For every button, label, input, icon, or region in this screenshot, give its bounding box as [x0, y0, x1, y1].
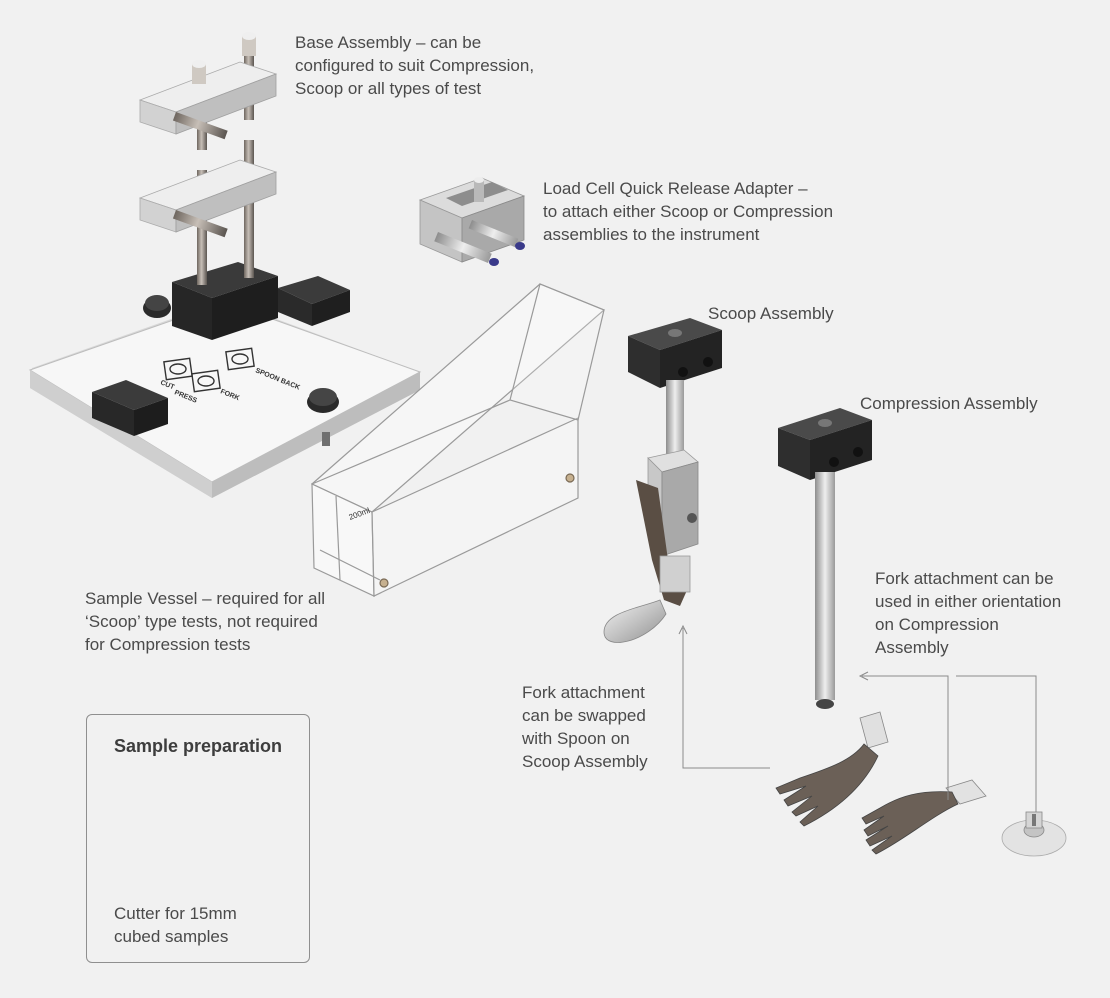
label-line: Compression Assembly — [860, 394, 1038, 413]
sample-vessel — [310, 283, 606, 597]
label-line: Fork attachment — [522, 683, 645, 702]
label-line: used in either orientation — [875, 592, 1062, 611]
label-load-cell-adapter: Load Cell Quick Release Adapter – to att… — [543, 177, 833, 246]
label-line: Load Cell Quick Release Adapter – — [543, 179, 808, 198]
label-line: on Compression — [875, 615, 999, 634]
label-line: assemblies to the instrument — [543, 225, 760, 244]
sample-preparation-title: Sample preparation — [114, 736, 283, 756]
label-line: ‘Scoop’ type tests, not required — [85, 612, 318, 631]
fork-adapter-disc — [1001, 811, 1067, 857]
label-line: cubed samples — [114, 927, 229, 946]
label-line: Scoop Assembly — [708, 304, 834, 323]
label-line: with Spoon on — [522, 729, 630, 748]
fork-attachment-2 — [861, 779, 987, 855]
label-line: Base Assembly – can be — [295, 33, 482, 52]
fork-attachment-1 — [775, 711, 889, 827]
sample-preparation-panel — [86, 714, 310, 963]
label-base-assembly: Base Assembly – can be configured to sui… — [295, 31, 534, 100]
label-line: configured to suit Compression, — [295, 56, 535, 75]
load-cell-adapter — [418, 177, 526, 266]
label-line: Assembly — [875, 638, 949, 657]
base-assembly: SPOON BACK CUT PRESS FORK — [28, 32, 422, 498]
callout-lines — [678, 624, 1037, 812]
label-line: can be swapped — [522, 706, 646, 725]
label-line: for Compression tests — [85, 635, 251, 654]
label-line: Scoop or all types of test — [295, 79, 482, 98]
compression-assembly — [778, 408, 872, 709]
label-line: to attach either Scoop or Compression — [543, 202, 834, 221]
label-line: Cutter for 15mm — [114, 904, 237, 923]
label-line: Scoop Assembly — [522, 752, 648, 771]
label-line: Sample Vessel – required for all — [85, 589, 326, 608]
label-fork-compression: Fork attachment can be used in either or… — [875, 567, 1061, 659]
label-line: Fork attachment can be — [875, 569, 1054, 588]
label-compression-assembly: Compression Assembly — [860, 392, 1038, 415]
label-cutter: Cutter for 15mm cubed samples — [114, 902, 237, 948]
label-scoop-assembly: Scoop Assembly — [708, 302, 834, 325]
label-fork-scoop: Fork attachment can be swapped with Spoo… — [522, 681, 648, 773]
label-sample-vessel: Sample Vessel – required for all ‘Scoop’… — [85, 587, 325, 656]
scoop-assembly — [603, 318, 722, 643]
